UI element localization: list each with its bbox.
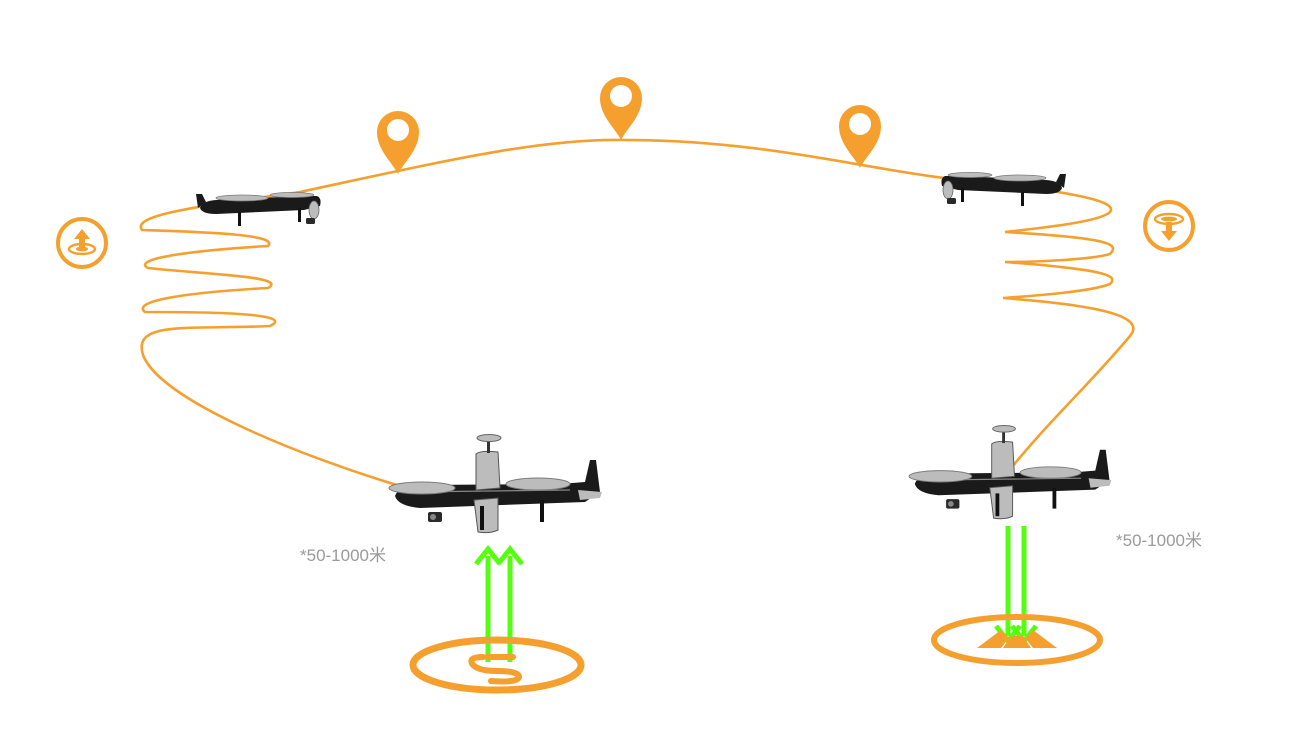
climb-icon — [56, 217, 108, 269]
descend-icon — [1143, 200, 1195, 252]
map-pin-icon — [839, 105, 881, 168]
cruising-drone-left — [195, 192, 322, 227]
map-pin-icon — [600, 77, 642, 140]
takeoff-pad-icon — [409, 636, 585, 694]
flight-route — [139, 138, 1135, 488]
landing-pad-icon — [931, 614, 1103, 666]
map-pin-icon — [377, 111, 419, 174]
takeoff-drone — [388, 433, 603, 534]
landing-drone — [908, 424, 1112, 520]
altitude-range-label-left: *50-1000米 — [300, 546, 387, 565]
landing-arrows — [994, 526, 1038, 646]
takeoff-arrows — [474, 544, 524, 662]
altitude-range-label-right: *50-1000米 — [1116, 531, 1203, 550]
cruising-drone-right — [940, 172, 1067, 207]
